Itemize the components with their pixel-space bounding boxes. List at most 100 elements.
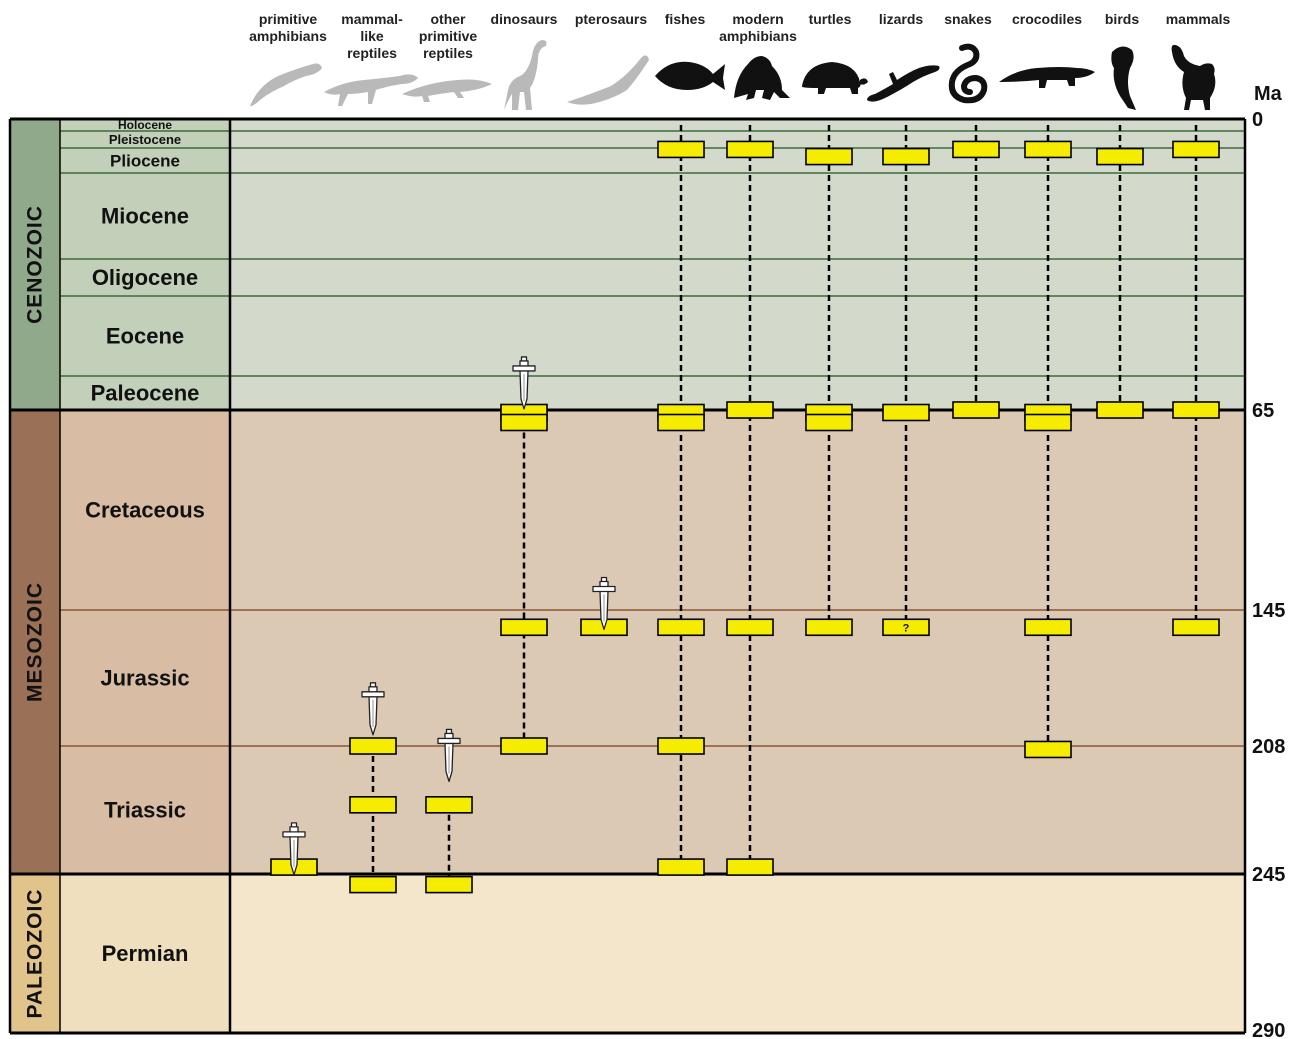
icon-shape — [504, 40, 547, 110]
fossil-occurrence-box — [349, 796, 397, 814]
group-label: reptiles — [423, 45, 473, 61]
fossil-occurrence-box — [500, 618, 548, 637]
fossil-occurrence-box — [882, 403, 930, 422]
mammal-like-silhouette-icon — [324, 74, 418, 106]
era-background — [60, 874, 1245, 1033]
fossil-occurrence-box — [349, 737, 397, 755]
fossil-occurrence-box — [500, 413, 548, 432]
turtles-silhouette-icon — [801, 62, 868, 94]
mod-amph-silhouette-icon — [734, 56, 790, 100]
group-label: dinosaurs — [491, 11, 558, 27]
icon-shape — [567, 55, 649, 105]
axis-tick-label: 145 — [1252, 600, 1285, 622]
fossil-ranges: ? — [270, 125, 1220, 894]
period-label: Pliocene — [110, 151, 180, 170]
axis-tick-label: 208 — [1252, 736, 1285, 758]
extinction-dagger-icon — [592, 576, 616, 631]
fossil-occurrence-box — [1024, 413, 1072, 432]
fossil-occurrence-box — [657, 618, 705, 637]
extinction-dagger-icon — [361, 682, 385, 736]
lizards-silhouette-icon — [867, 65, 940, 102]
group-headers: primitiveamphibiansmammal-likereptilesot… — [249, 11, 1231, 110]
group-label: lizards — [879, 11, 924, 27]
dinosaurs-silhouette-icon — [504, 40, 547, 110]
fishes-silhouette-icon — [655, 61, 725, 90]
era-band — [10, 410, 60, 874]
fossil-occurrence-box — [1024, 140, 1072, 159]
group-header-fishes: fishes — [655, 11, 725, 90]
extinction-dagger-icon — [282, 822, 306, 876]
group-label: snakes — [944, 11, 992, 27]
group-label: turtles — [809, 11, 852, 27]
period-label: Pleistocene — [109, 132, 181, 147]
period-label: Triassic — [104, 798, 186, 823]
icon-shape — [999, 67, 1095, 88]
era-label: CENOZOIC — [24, 205, 47, 324]
era-label: MESOZOIC — [24, 582, 47, 702]
group-label: amphibians — [719, 28, 797, 44]
group-label: pterosaurs — [575, 11, 648, 27]
group-header-turtles: turtles — [801, 11, 868, 94]
group-header-mammals: mammals — [1166, 11, 1231, 110]
era-band — [10, 874, 60, 1033]
period-label: Jurassic — [100, 666, 189, 691]
period-label: Permian — [102, 941, 189, 966]
uncertain-mark: ? — [903, 622, 910, 634]
snakes-silhouette-icon — [948, 43, 988, 104]
fossil-occurrence-box — [657, 858, 705, 876]
period-label: Miocene — [101, 204, 189, 229]
icon-shape — [1111, 46, 1136, 110]
icon-shape — [1171, 44, 1216, 110]
group-label: primitive — [259, 11, 318, 27]
group-header-birds: birds — [1105, 11, 1139, 110]
fossil-occurrence-box — [425, 875, 473, 894]
fossil-occurrence-box — [952, 140, 1000, 159]
fossil-occurrence-box — [657, 140, 705, 159]
fossil-occurrence-box — [805, 413, 853, 432]
fossil-occurrence-box — [882, 147, 930, 166]
fossil-occurrence-box — [657, 737, 705, 755]
fossil-occurrence-box — [349, 875, 397, 894]
axis-tick-label: 290 — [1252, 1020, 1285, 1039]
fossil-occurrence-box — [657, 413, 705, 432]
group-label: reptiles — [347, 45, 397, 61]
axis-tick-label: 65 — [1252, 400, 1274, 422]
icon-shape — [402, 79, 492, 102]
extinction-dagger-icon — [437, 728, 461, 783]
pterosaurs-silhouette-icon — [567, 55, 649, 105]
fossil-occurrence-box — [1172, 401, 1220, 419]
axis-unit-label: Ma — [1254, 83, 1283, 105]
fossil-occurrence-box — [500, 737, 548, 755]
group-header-snakes: snakes — [944, 11, 992, 104]
icon-shape — [867, 65, 940, 102]
group-label: crocodiles — [1012, 11, 1082, 27]
fossil-occurrence-box — [805, 147, 853, 166]
prim-amph-silhouette-icon — [250, 63, 322, 106]
extinction-dagger-icon — [512, 356, 536, 410]
group-header-dinosaurs: dinosaurs — [491, 11, 558, 110]
period-backgrounds — [10, 119, 1245, 1033]
period-label: Cretaceous — [85, 498, 205, 523]
period-label: Oligocene — [92, 265, 198, 290]
group-label: fishes — [665, 11, 706, 27]
fossil-occurrence-box — [1024, 618, 1072, 637]
fossil-occurrence-box — [952, 401, 1000, 419]
period-column-background — [60, 119, 230, 410]
icon-shape — [655, 61, 725, 90]
birds-silhouette-icon — [1111, 46, 1136, 110]
group-label: amphibians — [249, 28, 327, 44]
crocodiles-silhouette-icon — [999, 67, 1095, 88]
group-label: other — [431, 11, 467, 27]
period-label: Holocene — [118, 118, 172, 132]
icon-shape — [734, 56, 790, 100]
group-label: like — [360, 28, 384, 44]
fossil-occurrence-box — [726, 140, 774, 159]
fossil-occurrence-box — [726, 401, 774, 419]
icon-shape — [324, 74, 418, 106]
